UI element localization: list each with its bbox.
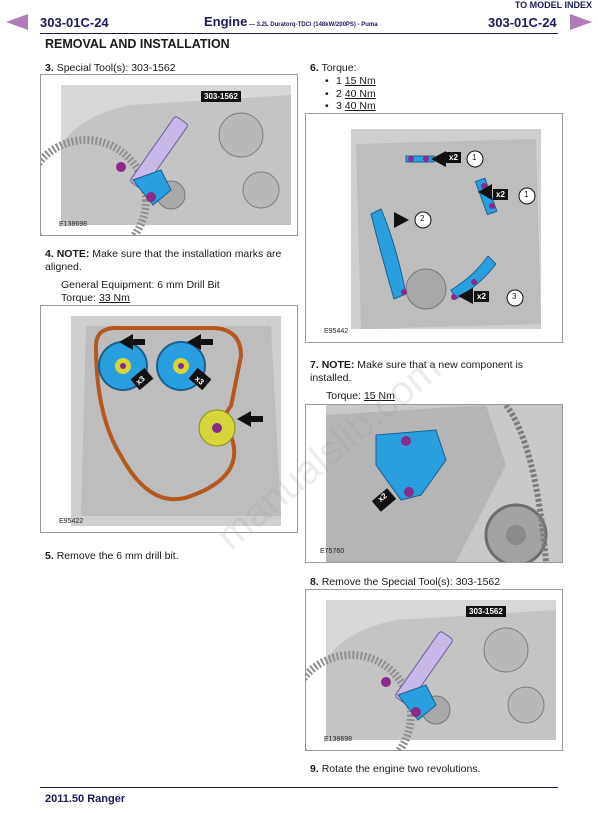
step-8: 8. Remove the Special Tool(s): 303-1562 <box>310 576 500 589</box>
figure-e95422-timing: x3 x3 E95422 <box>40 305 298 533</box>
torque-list: 1 15 Nm 2 40 Nm 3 40 Nm <box>322 75 376 113</box>
step-text: Rotate the engine two revolutions. <box>321 763 481 775</box>
step-number: 7. <box>310 359 319 371</box>
callout-mult: x2 <box>446 152 461 163</box>
general-equipment: General Equipment: 6 mm Drill Bit <box>61 279 220 291</box>
step-4: 4. NOTE: Make sure that the installation… <box>45 248 295 274</box>
figure-e138698-remove: 303-1562 E138698 <box>305 589 563 751</box>
callout-number: 1 <box>524 190 529 199</box>
header-left-code: 303-01C-24 <box>40 15 109 30</box>
step-text: Remove the 6 mm drill bit. <box>56 550 179 562</box>
note-text: Make sure that a new component is instal… <box>310 359 524 384</box>
callout-number: 2 <box>420 214 425 223</box>
step-number: 6. <box>310 62 319 74</box>
torque-value: 33 Nm <box>98 292 130 304</box>
header-rule <box>40 33 558 34</box>
step-3: 3. Special Tool(s): 303-1562 <box>45 62 176 75</box>
footer-model: 2011.50 Ranger <box>45 793 126 805</box>
torque-label: Torque: <box>326 390 364 402</box>
chain-guides-illustration <box>351 129 541 329</box>
next-page-arrow-icon[interactable] <box>570 14 592 30</box>
step-number: 9. <box>310 763 319 775</box>
step-number: 5. <box>45 550 54 562</box>
callout-mult: x2 <box>474 291 489 302</box>
header-title-main: Engine <box>204 14 248 29</box>
tool-label: 303-1562 <box>466 606 506 617</box>
torque-item: 3 40 Nm <box>322 100 376 113</box>
torque-item: 2 40 Nm <box>322 88 376 101</box>
step-number: 4. <box>45 248 54 260</box>
callout-number: 1 <box>472 153 477 162</box>
figure-id: E95422 <box>59 518 84 525</box>
note-label: NOTE: <box>56 248 90 260</box>
step-text: Torque: <box>321 62 357 74</box>
tool-label: 303-1562 <box>201 91 241 102</box>
figure-id: E75760 <box>320 548 345 555</box>
figure-e138698-install: 303-1562 E138698 <box>40 74 298 236</box>
step-number: 3. <box>45 62 54 74</box>
step-6: 6. Torque: <box>310 62 357 75</box>
note-text: Make sure that the installation marks ar… <box>45 248 282 273</box>
timing-gears-illustration <box>71 316 281 526</box>
torque-spec: Torque: 33 Nm <box>61 292 130 305</box>
footer-rule <box>40 787 558 788</box>
step-number: 8. <box>310 576 319 588</box>
torque-label: Torque: <box>61 292 99 304</box>
figure-id: E95442 <box>324 328 349 335</box>
prev-page-arrow-icon[interactable] <box>6 14 28 30</box>
model-index-link[interactable]: TO MODEL INDEX <box>514 0 592 10</box>
header-right-code: 303-01C-24 <box>488 15 557 30</box>
figure-id: E138698 <box>59 221 88 228</box>
step-9: 9. Rotate the engine two revolutions. <box>310 763 480 776</box>
torque-item: 1 15 Nm <box>322 75 376 88</box>
note-label: NOTE: <box>321 359 355 371</box>
step-7: 7. NOTE: Make sure that a new component … <box>310 359 560 385</box>
section-title: REMOVAL AND INSTALLATION <box>45 37 230 51</box>
torque-value: 15 Nm <box>363 390 395 402</box>
header-title: Engine — 3.2L Duratorq-TDCi (148kW/200PS… <box>204 13 378 31</box>
step-text: Remove the Special Tool(s): 303-1562 <box>321 576 501 588</box>
figure-id: E138698 <box>324 736 353 743</box>
figure-e75760-tensioner: x2 E75760 <box>305 404 563 563</box>
figure-e95442-chain-guides: x2 1 x2 1 2 x2 3 E95442 <box>305 113 563 343</box>
engine-tool-illustration <box>41 85 291 235</box>
header-title-sub: — 3.2L Duratorq-TDCi (148kW/200PS) - Pum… <box>247 22 378 28</box>
tensioner-illustration <box>326 405 562 562</box>
step-5: 5. Remove the 6 mm drill bit. <box>45 550 179 563</box>
step-text: Special Tool(s): 303-1562 <box>56 62 176 74</box>
callout-mult: x2 <box>493 189 508 200</box>
engine-tool-illustration <box>306 600 556 750</box>
torque-spec: Torque: 15 Nm <box>326 390 395 403</box>
callout-number: 3 <box>512 292 517 301</box>
